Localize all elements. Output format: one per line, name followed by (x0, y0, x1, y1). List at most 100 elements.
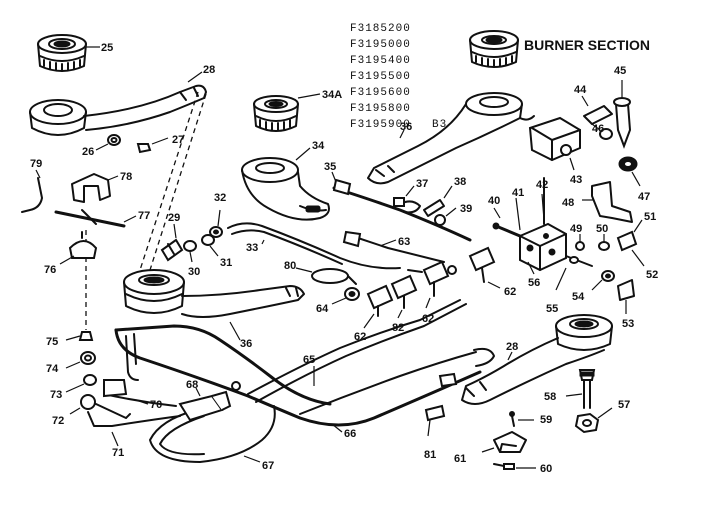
shield-76 (68, 231, 98, 259)
callout-53: 53 (622, 318, 634, 330)
model-number-list: F3185200 F3195000 F3195400 F3195500 F319… (350, 23, 446, 131)
callout-58: 58 (544, 391, 556, 403)
screw-40 (492, 222, 522, 238)
callout-79: 79 (30, 158, 42, 170)
callout-55: 55 (546, 303, 558, 315)
nut-54 (601, 270, 615, 282)
callout-61: 61 (454, 453, 466, 465)
callout-26: 26 (82, 146, 94, 158)
callout-28-top: 28 (203, 64, 215, 76)
section-title: BURNER SECTION (524, 37, 650, 53)
model-number: F3195000 (350, 39, 411, 51)
callout-78: 78 (120, 171, 132, 183)
callout-45: 45 (614, 65, 626, 77)
callout-63: 63 (398, 236, 410, 248)
callout-71: 71 (112, 447, 124, 459)
callout-42: 42 (536, 179, 548, 191)
valve-68 (178, 381, 241, 422)
callout-38: 38 (454, 176, 466, 188)
screw-59 (509, 411, 515, 427)
burner-bottom-right (461, 314, 613, 405)
manifold-tubing (114, 299, 495, 427)
callout-72: 72 (52, 415, 64, 427)
callout-41: 41 (512, 187, 524, 199)
model-number: F3195900 (350, 119, 411, 131)
nut-46 (599, 128, 613, 140)
fitting-51 (616, 230, 638, 252)
callout-54: 54 (572, 291, 585, 303)
electrode-60 (493, 463, 515, 470)
burner-head-top-left (37, 34, 87, 72)
burner-head-top-right (469, 30, 519, 68)
callout-75: 75 (46, 336, 58, 348)
callout-50: 50 (596, 223, 608, 235)
callout-73: 73 (50, 389, 62, 401)
callout-76: 76 (44, 264, 56, 276)
clip-44 (583, 105, 613, 125)
callout-56: 56 (528, 277, 540, 289)
callout-66: 66 (344, 428, 356, 440)
callout-74: 74 (46, 363, 59, 375)
callout-35: 35 (324, 161, 336, 173)
orifice-27 (136, 143, 152, 154)
valve-62-a (366, 284, 394, 317)
callout-28-right: 28 (506, 341, 518, 353)
callout-31: 31 (220, 257, 232, 269)
callout-33: 33 (246, 242, 258, 254)
valve-43 (528, 116, 581, 162)
nut-32 (209, 226, 223, 238)
nut-31 (201, 234, 215, 246)
spring-38 (423, 199, 445, 217)
callout-40: 40 (488, 195, 500, 207)
callout-80: 80 (284, 260, 296, 272)
burner-38 (123, 269, 305, 318)
knob-45 (613, 97, 632, 149)
bracket-78 (71, 173, 111, 203)
burner-34 (241, 157, 330, 221)
model-number: F3195500 (350, 71, 411, 83)
nut-57 (574, 412, 600, 434)
valve-62-c (468, 246, 496, 283)
fitting-64 (344, 287, 360, 301)
bracket-61 (493, 431, 527, 453)
tube-70 (103, 379, 177, 407)
fitting-81 (424, 404, 446, 422)
model-number: F3195600 (350, 87, 411, 99)
model-number: F3195400 (350, 55, 411, 67)
tube-71 (87, 411, 181, 427)
callout-52: 52 (646, 269, 658, 281)
nut-26 (107, 134, 121, 146)
callout-30: 30 (188, 266, 200, 278)
nut-30 (183, 240, 197, 252)
clip-53 (617, 279, 635, 301)
callout-81: 81 (424, 449, 436, 461)
callout-62-a: 62 (354, 331, 366, 343)
callout-59: 59 (540, 414, 552, 426)
fitting-49 (575, 241, 585, 251)
burner-top-left (29, 84, 207, 136)
callout-36-lower: 36 (240, 338, 252, 350)
callout-49: 49 (570, 223, 582, 235)
wire-79 (21, 177, 43, 213)
callout-64: 64 (316, 303, 329, 315)
callout-25: 25 (101, 42, 113, 54)
callout-39: 39 (460, 203, 472, 215)
nut-39 (434, 214, 446, 226)
tube-67 (149, 405, 276, 463)
callout-77: 77 (138, 210, 150, 222)
tube-33 (227, 222, 401, 270)
callout-44: 44 (574, 84, 587, 96)
callout-34: 34 (312, 140, 325, 152)
spring-47 (618, 156, 638, 172)
valve-82 (390, 274, 418, 309)
callout-70: 70 (150, 399, 162, 411)
burner-36 (367, 92, 535, 185)
callout-27: 27 (172, 134, 184, 146)
callout-32: 32 (214, 192, 226, 204)
callout-43: 43 (570, 174, 582, 186)
pipe-35 (332, 178, 472, 242)
fitting-55 (565, 255, 593, 267)
valve-62-b (407, 260, 457, 297)
pilot-77 (54, 209, 126, 228)
